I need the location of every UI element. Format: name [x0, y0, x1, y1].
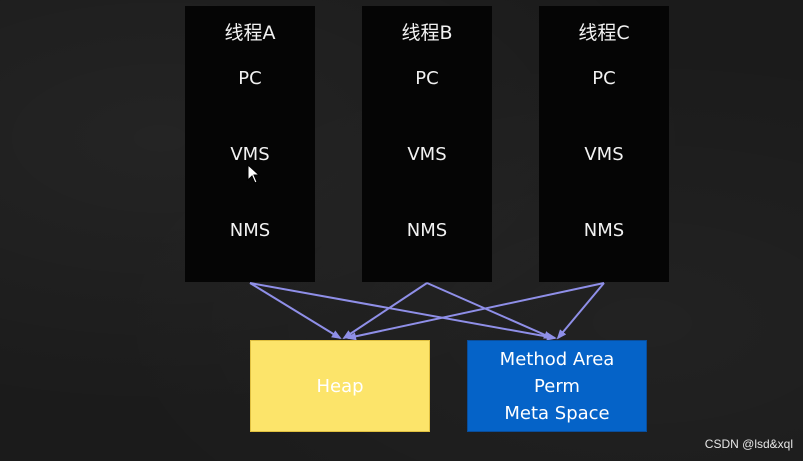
thread-a-vms-label: VMS [230, 144, 270, 165]
thread-c-pc-label: PC [592, 68, 616, 89]
thread-a-panel: 线程A PC VMS NMS [185, 6, 315, 282]
thread-c-panel: 线程C PC VMS NMS [539, 6, 669, 282]
heap-box: Heap [250, 340, 430, 432]
thread-b-pc-label: PC [415, 68, 439, 89]
thread-a-pc-label: PC [238, 68, 262, 89]
method-area-box: Method Area Perm Meta Space [467, 340, 647, 432]
thread-a-title: 线程A [224, 22, 276, 44]
arrow-b-to-method-area [426, 282, 554, 339]
mouse-cursor-icon [247, 164, 261, 184]
arrow-a-to-method-area [249, 282, 557, 341]
method-area-label: Method Area [499, 348, 615, 370]
thread-b-vms-label: VMS [407, 144, 447, 165]
arrow-a-to-heap [249, 282, 342, 340]
arrow-b-to-heap [342, 282, 428, 340]
heap-label: Heap [316, 375, 364, 397]
watermark-text: CSDN @lsd&xql [704, 437, 793, 451]
arrow-c-to-method-area [556, 282, 605, 340]
perm-label: Perm [534, 375, 580, 397]
thread-c-title: 线程C [578, 22, 630, 44]
thread-a-nms-label: NMS [229, 220, 271, 241]
thread-b-title: 线程B [401, 22, 453, 44]
thread-b-nms-label: NMS [406, 220, 448, 241]
thread-b-panel: 线程B PC VMS NMS [362, 6, 492, 282]
arrow-c-to-heap [346, 282, 605, 341]
thread-c-vms-label: VMS [584, 144, 624, 165]
meta-space-label: Meta Space [504, 402, 610, 424]
thread-c-nms-label: NMS [583, 220, 625, 241]
